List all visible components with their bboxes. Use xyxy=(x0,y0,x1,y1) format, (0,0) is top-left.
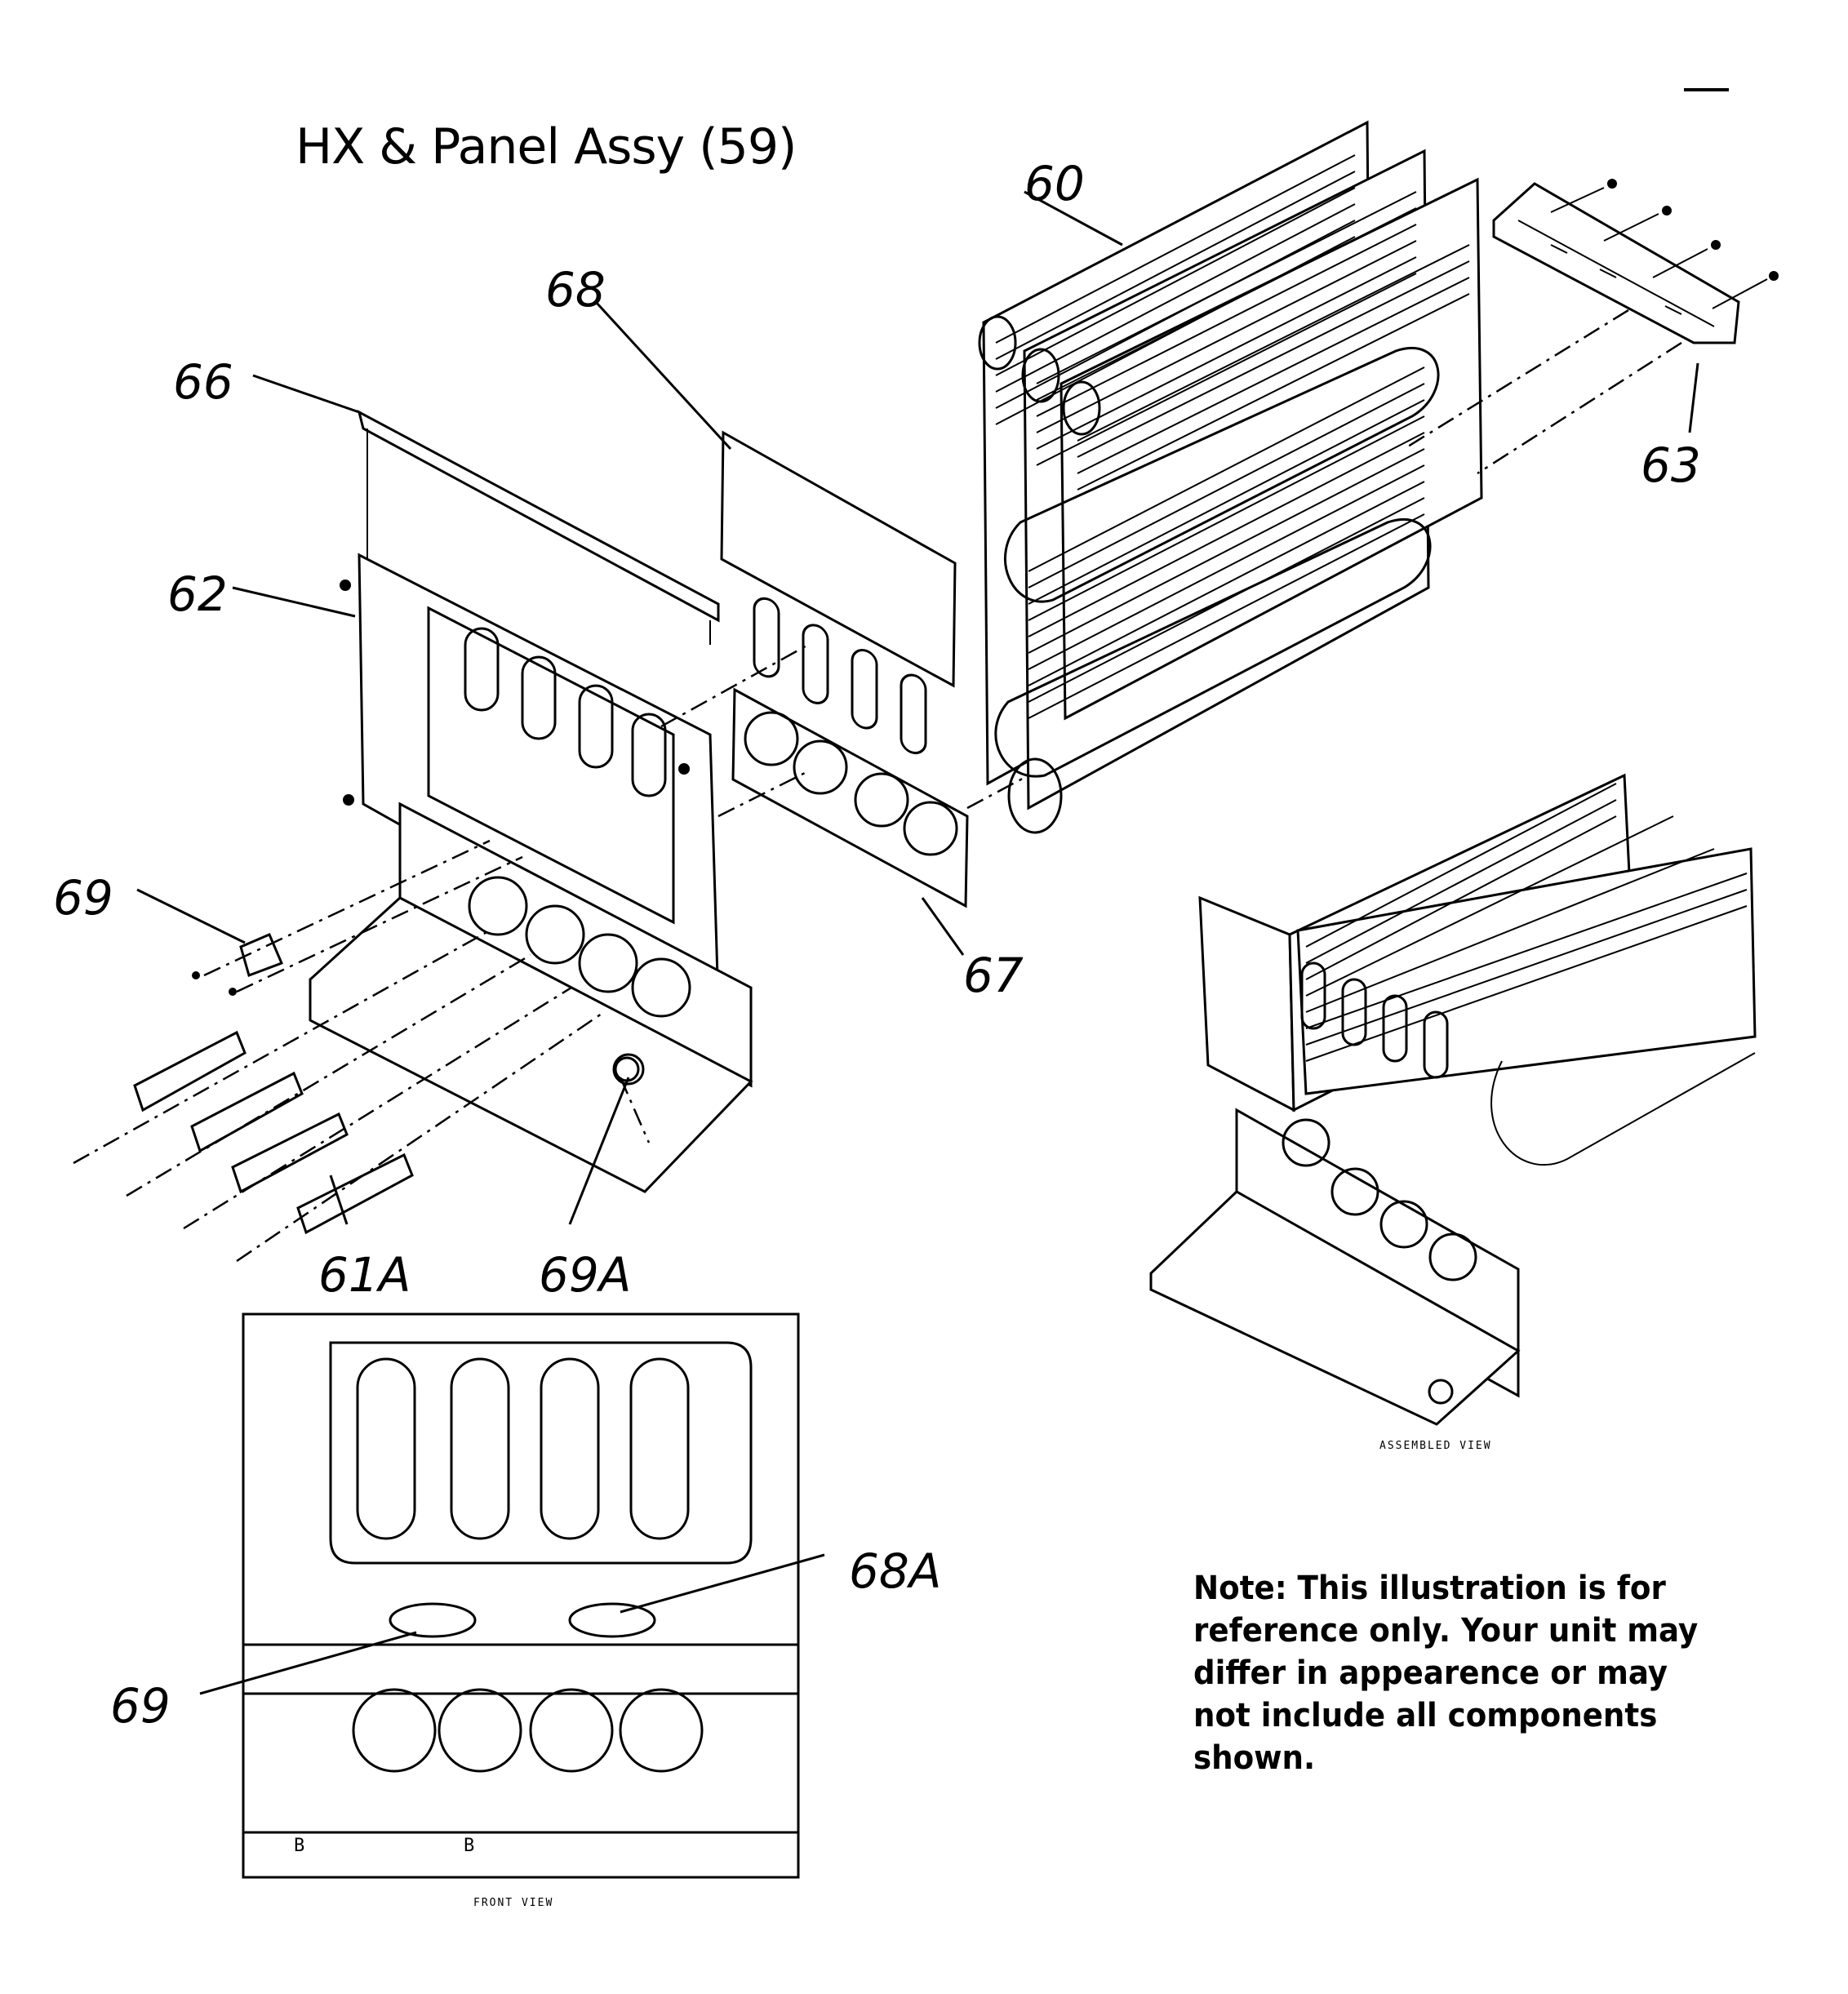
callout-61A: 61A xyxy=(318,1247,411,1303)
callout-labels: 60 63 66 68 62 69 67 61A 69A 68A 69 xyxy=(53,156,1701,1734)
leader-lines xyxy=(136,190,1699,1695)
corner-rule xyxy=(1684,88,1729,91)
burner-set-61A xyxy=(73,929,605,1263)
diagram-title: HX & Panel Assy (59) xyxy=(295,118,797,175)
front-mark-center: B xyxy=(464,1836,474,1856)
front-view-caption: FRONT VIEW xyxy=(473,1897,553,1909)
mounting-bracket-63 xyxy=(1403,179,1779,475)
callout-60: 60 xyxy=(1024,156,1085,211)
gasket-plate-67 xyxy=(731,687,1029,908)
callout-69-front: 69 xyxy=(110,1678,171,1734)
callout-63: 63 xyxy=(1641,437,1701,493)
callout-68: 68 xyxy=(545,262,606,318)
callout-68A: 68A xyxy=(849,1543,941,1599)
callout-66: 66 xyxy=(173,354,233,410)
baffle-plate-68 xyxy=(720,430,957,755)
assembled-view: ASSEMBLED VIEW xyxy=(1149,773,1757,1452)
front-mark-left: B xyxy=(294,1836,304,1856)
top-panel-66 xyxy=(357,410,720,645)
sensor-plate-69 xyxy=(192,839,523,996)
callout-69-top: 69 xyxy=(53,870,113,926)
callout-69A: 69A xyxy=(539,1247,631,1303)
callout-62: 62 xyxy=(167,566,228,622)
front-view: B B FRONT VIEW xyxy=(242,1312,800,1909)
assembled-view-caption: ASSEMBLED VIEW xyxy=(1379,1440,1492,1452)
front-panel-62 xyxy=(309,553,809,1193)
reference-note: Note: This illustration is for reference… xyxy=(1193,1570,1699,1777)
heat-exchanger-60 xyxy=(978,120,1483,834)
callout-67: 67 xyxy=(963,948,1024,1003)
